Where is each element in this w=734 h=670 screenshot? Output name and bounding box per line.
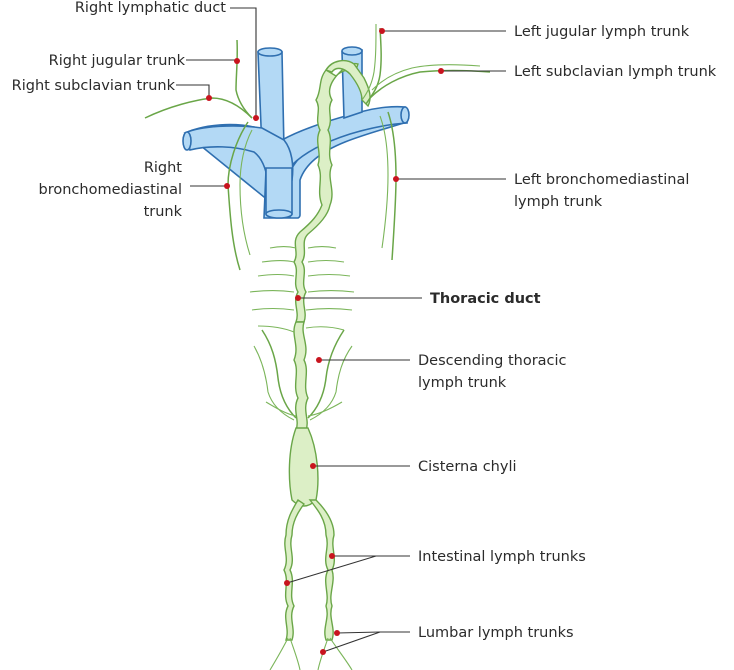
- lymphatic-system: [144, 23, 491, 670]
- left-lumbar-trunk: [283, 499, 306, 641]
- intercostal-branch: [257, 273, 295, 277]
- left-bronchomediastinal-trunk-2: [379, 115, 389, 249]
- lumbar-branch: [329, 637, 353, 670]
- descending-thoracic-trunk-right-3: [307, 401, 343, 417]
- descending-thoracic-trunk-right-2: [309, 345, 353, 421]
- intercostal-branches-left: [249, 245, 297, 333]
- thoracic-duct-arch: [324, 59, 371, 108]
- marker-thoracic-duct: [295, 295, 301, 301]
- left-jugular-lymph-trunk-2: [361, 23, 377, 101]
- label-right-jugular-trunk: Right jugular trunk: [49, 53, 186, 69]
- marker-right-jugular: [234, 58, 240, 64]
- left-internal-jugular-vein-end: [341, 46, 363, 56]
- descending-thoracic-trunk-right: [307, 329, 345, 419]
- label-right-bronchomediastinal-2: bronchomediastinal: [39, 182, 182, 198]
- label-right-subclavian-trunk: Right subclavian trunk: [12, 78, 176, 94]
- thoracic-duct-middle: [293, 321, 309, 431]
- leader-intestinal: [286, 555, 410, 584]
- label-descending-thoracic-2: lymph trunk: [418, 375, 507, 391]
- intercostal-branches-right: [305, 245, 355, 331]
- label-right-bronchomediastinal-3: trunk: [144, 204, 183, 220]
- left-subclavian-lymph-trunk: [369, 69, 491, 99]
- right-subclavian-vein-end: [182, 131, 192, 151]
- intercostal-branch: [251, 307, 295, 311]
- labels: Right lymphatic duct Right jugular trunk…: [12, 0, 717, 641]
- superior-vena-cava-end: [265, 209, 293, 219]
- descending-thoracic-trunk-left-3: [265, 401, 297, 417]
- label-intestinal-lymph-trunks: Intestinal lymph trunks: [418, 549, 586, 565]
- intercostal-branch: [257, 325, 295, 333]
- intercostal-branch: [249, 289, 295, 293]
- left-subclavian-lymph-trunk-2: [371, 64, 481, 91]
- intercostal-branch: [305, 326, 345, 331]
- marker-dots: [206, 28, 444, 655]
- marker-left-subclavian: [438, 68, 444, 74]
- label-thoracic-duct: Thoracic duct: [430, 291, 541, 307]
- right-internal-jugular-vein-end: [257, 47, 283, 57]
- label-left-bronchomediastinal-2: lymph trunk: [514, 194, 603, 210]
- label-lumbar-lymph-trunks: Lumbar lymph trunks: [418, 625, 574, 641]
- intercostal-branch: [305, 307, 353, 311]
- label-descending-thoracic-1: Descending thoracic: [418, 353, 567, 369]
- right-subclavian-lymph-trunk: [144, 97, 253, 119]
- leader-lines: [176, 7, 506, 653]
- label-left-bronchomediastinal-1: Left bronchomediastinal: [514, 172, 689, 188]
- marker-left-jugular: [379, 28, 385, 34]
- marker-lumbar-right: [334, 630, 340, 636]
- marker-intestinal-left: [284, 580, 290, 586]
- descending-thoracic-trunk-left: [261, 329, 297, 419]
- label-cisterna-chyli: Cisterna chyli: [418, 459, 517, 475]
- marker-right-subclavian: [206, 95, 212, 101]
- intercostal-branch: [307, 273, 351, 277]
- descending-thoracic-trunk-left-2: [253, 345, 295, 421]
- intercostal-branch: [261, 259, 295, 263]
- label-left-jugular-lymph-trunk: Left jugular lymph trunk: [514, 24, 690, 40]
- leader-right-subclavian-trunk: [176, 84, 210, 98]
- intercostal-branch: [307, 259, 345, 263]
- label-right-bronchomediastinal-1: Right: [144, 160, 182, 176]
- thoracic-duct-upper: [293, 62, 359, 323]
- leader-right-lymphatic-duct: [230, 7, 257, 117]
- venous-system: [182, 46, 410, 219]
- marker-descending-thoracic: [316, 357, 322, 363]
- intercostal-branch: [307, 245, 337, 249]
- marker-right-lymphatic-duct: [253, 115, 259, 121]
- right-bronchomediastinal-trunk-2: [239, 129, 253, 256]
- intercostal-branch: [307, 289, 355, 293]
- label-left-subclavian-lymph-trunk: Left subclavian lymph trunk: [514, 64, 717, 80]
- right-jugular-lymph-trunk: [235, 39, 253, 119]
- lumbar-branch: [269, 637, 289, 670]
- label-right-lymphatic-duct: Right lymphatic duct: [75, 0, 226, 16]
- marker-left-bronchomediastinal: [393, 176, 399, 182]
- marker-right-bronchomediastinal: [224, 183, 230, 189]
- marker-cisterna-chyli: [310, 463, 316, 469]
- cisterna-chyli-shape: [288, 427, 319, 507]
- left-bronchomediastinal-trunk: [387, 111, 397, 261]
- lumbar-branch: [289, 637, 301, 670]
- marker-intestinal-right: [329, 553, 335, 559]
- marker-lumbar-left: [320, 649, 326, 655]
- leader-lumbar-2: [336, 631, 381, 634]
- intercostal-branch: [269, 245, 297, 249]
- left-subclavian-vein-end: [400, 106, 410, 124]
